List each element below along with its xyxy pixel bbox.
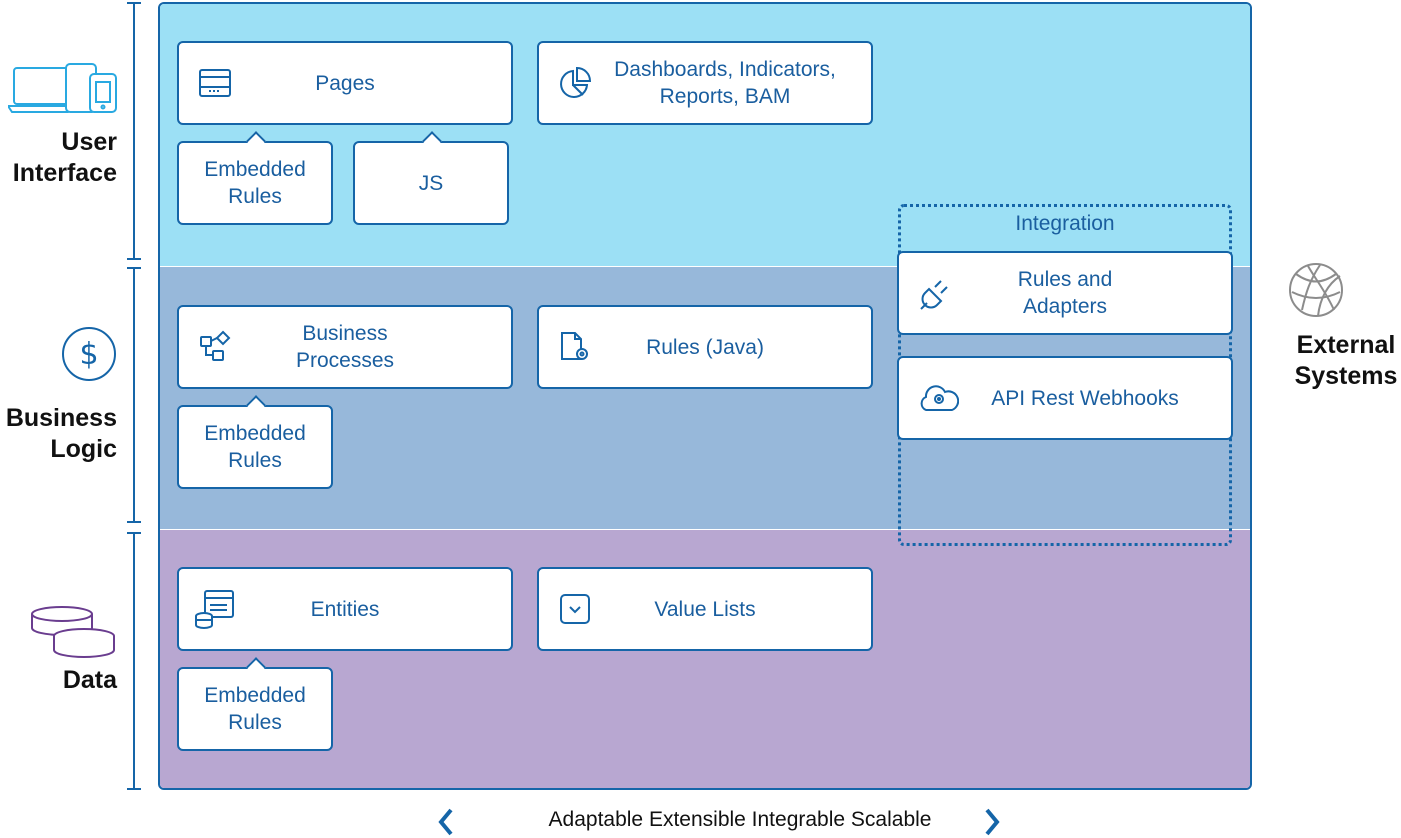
- page-layout-icon: [199, 69, 231, 97]
- js-label: JS: [418, 171, 444, 195]
- integration-title: Integration: [1015, 212, 1115, 235]
- layer-label-business-logic: Business Logic: [5, 404, 117, 463]
- value-lists-label: Value Lists: [654, 597, 756, 621]
- bl-embedded-rules-label: Embedded Rules: [204, 422, 306, 472]
- dropdown-icon: [560, 594, 590, 624]
- pages-card[interactable]: Pages: [177, 41, 513, 125]
- plug-icon: [920, 280, 948, 310]
- document-gear-icon: [561, 332, 588, 360]
- chevron-right-icon: [985, 808, 1000, 836]
- bl-embedded-rules-card[interactable]: Embedded Rules: [177, 395, 333, 489]
- external-systems-label: External Systems: [1294, 331, 1398, 390]
- business-processes-card[interactable]: Business Processes: [177, 305, 513, 389]
- rules-java-card[interactable]: Rules (Java): [537, 305, 873, 389]
- bracket-ui: [127, 2, 141, 260]
- layer-label-ui: User Interface: [12, 128, 117, 187]
- process-flow-icon: [200, 330, 231, 361]
- database-icon: [31, 606, 115, 658]
- dashboards-card[interactable]: Dashboards, Indicators, Reports, BAM: [537, 41, 873, 125]
- globe-icon: [1289, 263, 1343, 317]
- entities-card[interactable]: Entities: [177, 567, 513, 651]
- api-rest-webhooks-card[interactable]: API Rest Webhooks: [897, 356, 1233, 440]
- business-processes-label: Business Processes: [295, 322, 395, 372]
- rules-adapters-card[interactable]: Rules and Adapters: [897, 251, 1233, 335]
- cloud-gear-icon: [920, 385, 959, 411]
- bracket-business-logic: [127, 267, 141, 523]
- ui-embedded-rules-card[interactable]: Embedded Rules: [177, 131, 333, 225]
- entity-table-icon: [195, 590, 234, 629]
- devices-icon: [8, 63, 117, 113]
- rules-java-label: Rules (Java): [646, 335, 764, 359]
- data-embedded-rules-label: Embedded Rules: [204, 684, 306, 734]
- rules-adapters-label: Rules and Adapters: [1017, 268, 1113, 318]
- footer-tagline: Adaptable Extensible Integrable Scalable: [548, 808, 932, 831]
- api-rest-webhooks-label: API Rest Webhooks: [991, 386, 1179, 410]
- js-card[interactable]: JS: [353, 131, 509, 225]
- chevron-left-icon: [438, 808, 453, 836]
- value-lists-card[interactable]: Value Lists: [537, 567, 873, 651]
- data-embedded-rules-card[interactable]: Embedded Rules: [177, 657, 333, 751]
- pages-label: Pages: [315, 71, 375, 95]
- ui-embedded-rules-label: Embedded Rules: [204, 158, 306, 208]
- bracket-data: [127, 532, 141, 790]
- entities-label: Entities: [310, 597, 380, 621]
- dollar-icon: $: [62, 327, 116, 381]
- layer-label-data: Data: [62, 666, 117, 694]
- svg-text:$: $: [79, 337, 98, 372]
- dashboards-label: Dashboards, Indicators, Reports, BAM: [614, 58, 836, 108]
- pie-chart-icon: [560, 66, 592, 98]
